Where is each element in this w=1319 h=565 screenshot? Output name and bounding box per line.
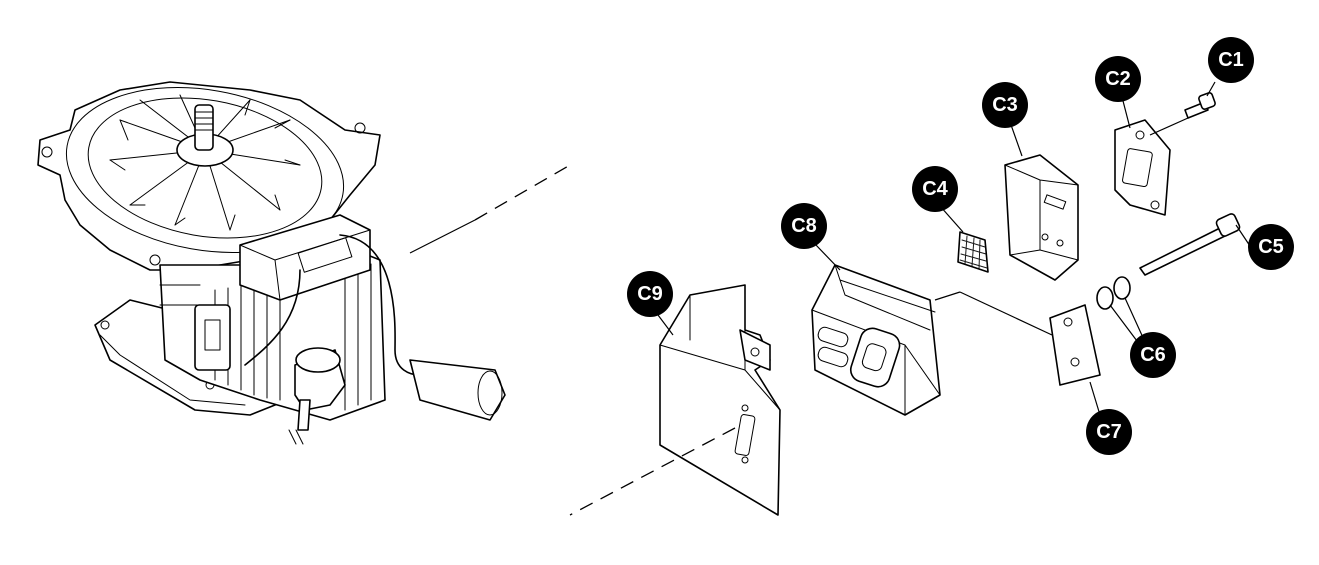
callout-c1-label: C1	[1218, 49, 1244, 71]
callout-c8: C8	[781, 203, 827, 249]
callout-c4-label: C4	[922, 178, 948, 200]
callout-c6: C6	[1130, 332, 1176, 378]
screw-c1	[1184, 92, 1216, 119]
callout-c3-label: C3	[992, 94, 1018, 116]
callout-c6-label: C6	[1140, 344, 1166, 366]
callout-c5-label: C5	[1258, 236, 1284, 258]
callout-c2: C2	[1095, 56, 1141, 102]
callout-c8-label: C8	[791, 215, 817, 237]
callout-c2-label: C2	[1105, 68, 1131, 90]
callout-c1: C1	[1208, 37, 1254, 83]
callout-c4: C4	[912, 166, 958, 212]
heat-shield-c9	[569, 284, 781, 516]
bolt-c5	[1139, 213, 1241, 276]
callout-c9-label: C9	[637, 283, 663, 305]
gasket-c7	[959, 291, 1101, 386]
screen-c4	[957, 231, 989, 273]
callout-c7: C7	[1086, 409, 1132, 455]
muffler-body-c8	[811, 264, 961, 416]
callout-c7-label: C7	[1096, 421, 1122, 443]
cover-c3	[1004, 154, 1079, 281]
callout-c9: C9	[627, 271, 673, 317]
engine-assembly	[37, 81, 571, 445]
bracket-c2	[1114, 117, 1189, 216]
washers-c6	[1096, 276, 1131, 310]
callout-c5: C5	[1248, 224, 1294, 270]
callout-c3: C3	[982, 82, 1028, 128]
callout-leaders	[657, 81, 1251, 416]
